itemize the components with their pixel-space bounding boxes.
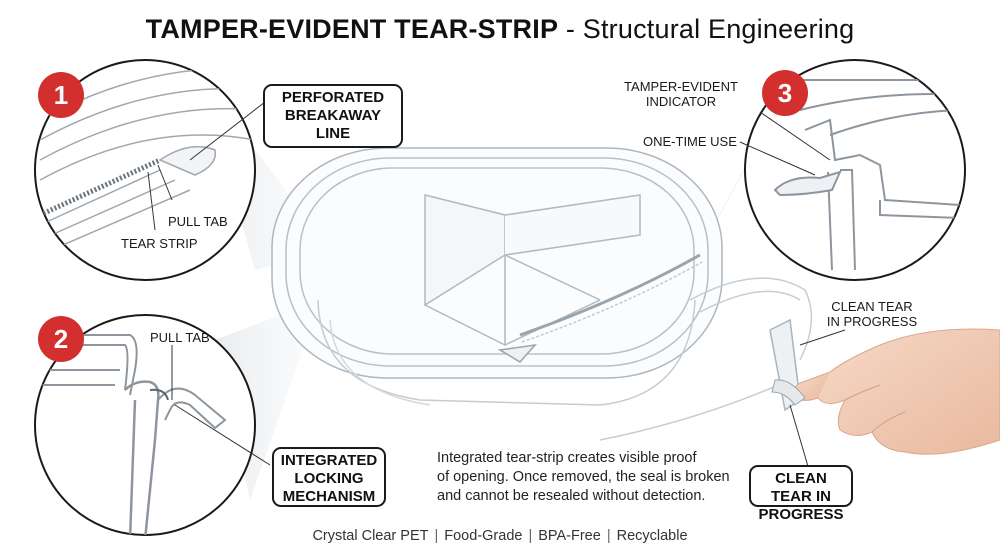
leader-tear-strip-1 [147, 171, 156, 231]
detail2-circle [34, 314, 271, 536]
leader-locking [174, 404, 271, 466]
callout-clean-tear: CLEAN TEAR IN PROGRESS [749, 465, 853, 523]
label-one-time: ONE-TIME USE [643, 134, 737, 149]
badge-2: 2 [38, 316, 84, 362]
feature-food-grade: Food-Grade [444, 528, 523, 544]
title-rest: - Structural Engineering [558, 14, 855, 44]
label-clean-tear-top: CLEAN TEAR IN PROGRESS [826, 299, 918, 329]
label-pull-tab-1: PULL TAB [168, 214, 228, 229]
feature-bpa-free: BPA-Free [538, 528, 601, 544]
callout-locking: INTEGRATED LOCKING MECHANISM [272, 447, 386, 507]
container-illustration [271, 147, 723, 406]
callout-perforated: PERFORATED BREAKAWAY LINE [263, 84, 403, 148]
label-indicator: TAMPER-EVIDENT INDICATOR [624, 79, 738, 109]
page-title: TAMPER-EVIDENT TEAR-STRIP - Structural E… [0, 14, 1000, 45]
leader-pull-tab-1 [157, 164, 173, 201]
description-line-2: of opening. Once removed, the seal is br… [437, 469, 730, 485]
label-pull-tab-2: PULL TAB [150, 330, 210, 345]
footer-features: Crystal Clear PET|Food-Grade|BPA-Free|Re… [312, 528, 688, 544]
badge-1: 1 [38, 72, 84, 118]
leader-indicator [759, 111, 831, 161]
leader-perforated [189, 101, 266, 161]
badge-3: 3 [762, 70, 808, 116]
feature-pet: Crystal Clear PET [312, 528, 429, 544]
description-line-1: Integrated tear-strip creates visible pr… [437, 450, 697, 466]
leader-one-time [739, 141, 816, 176]
title-bold: TAMPER-EVIDENT TEAR-STRIP [145, 14, 559, 44]
detail1-circle [34, 59, 266, 281]
label-tear-strip-1: TEAR STRIP [121, 236, 198, 251]
feature-recyclable: Recyclable [616, 528, 688, 544]
description-line-3: and cannot be resealed without detection… [437, 488, 706, 504]
description-text: Integrated tear-strip creates visible pr… [437, 449, 737, 506]
hand-illustration [771, 328, 1000, 455]
